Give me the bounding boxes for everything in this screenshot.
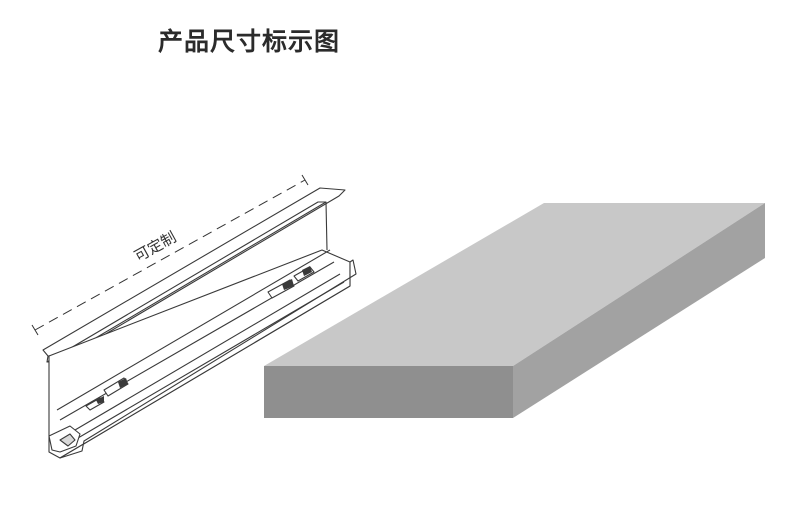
dimension-dashed-line xyxy=(34,179,306,331)
profile-web-line-far xyxy=(325,201,328,251)
profile-lower-lip xyxy=(59,259,357,459)
page-title: 产品尺寸标示图 xyxy=(158,27,341,56)
board-top-face xyxy=(264,203,765,366)
board-side-face xyxy=(513,203,765,418)
profile-end-hole xyxy=(59,433,76,447)
board-slab xyxy=(264,203,765,418)
profile-groove-line-3 xyxy=(74,273,341,431)
profile-clip-shadows xyxy=(96,266,312,404)
profile-groove-line-1 xyxy=(56,249,331,411)
dimension-tick-left xyxy=(31,324,39,336)
board-front-face xyxy=(264,366,513,418)
aluminum-profile xyxy=(42,187,357,459)
profile-groove-line-4 xyxy=(77,281,345,439)
dimension-label: 可定制 xyxy=(131,228,179,266)
dimension-tick-right xyxy=(301,174,309,186)
